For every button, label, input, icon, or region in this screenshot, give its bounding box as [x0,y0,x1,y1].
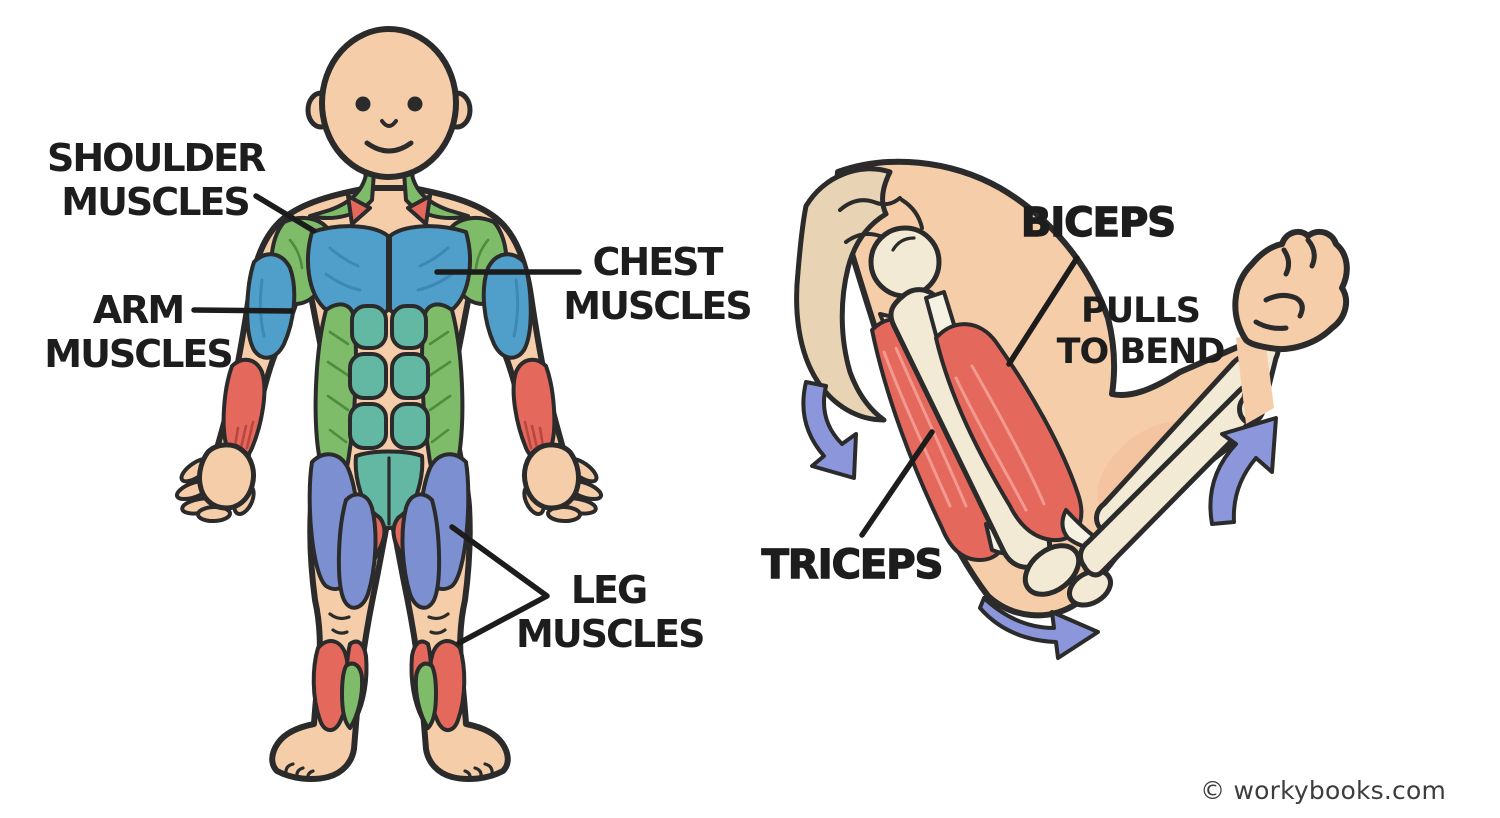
forearm-muscles [221,357,557,461]
leg-pointer-line [449,524,550,646]
triceps-pointer-line [859,429,935,538]
fist [1232,228,1350,424]
chest-label-line1: CHEST [592,240,724,284]
nose [380,119,398,128]
finger-curl-lines [1253,292,1305,331]
shoulder-pointer-line [253,193,317,234]
rotate-right-arrow-icon [978,596,1100,660]
leg-muscles-label: LEG MUSCLES [516,568,705,657]
biceps-muscle [924,290,1110,550]
biceps-pointer-line [1006,255,1080,367]
shoulder-muscles-label: SHOULDER MUSCLES [47,136,266,225]
chest-label-line2: MUSCLES [563,284,752,329]
head [305,26,473,180]
body-figure [174,26,604,782]
biceps-action-line2: TO BEND [1056,331,1226,372]
knuckle-lines [1281,237,1317,277]
leg-label-line2: MUSCLES [516,612,705,657]
arm-biceps-muscles [245,252,533,360]
triceps-label: TRICEPS [742,541,962,588]
shoulder-label-line1: SHOULDER [47,136,266,180]
rotate-down-arrow-icon [801,380,858,480]
thigh-muscles [307,452,471,610]
scapula-bone [794,166,893,423]
arm-label-line2: MUSCLES [44,332,233,377]
shoulder-contour-line [838,196,902,212]
arm-pointer-line [191,307,294,314]
mouth [364,140,414,154]
arm-label-line1: ARM [92,288,185,332]
arm-figure [794,158,1350,660]
left-eye [355,96,371,112]
toe-lines [284,762,494,781]
pointer-lines [191,193,1080,646]
biceps-action-label: PULLS TO BEND [1048,291,1233,372]
biceps-action-line1: PULLS [1081,291,1201,331]
triceps-label-text: TRICEPS [761,541,944,588]
right-eye [407,96,423,112]
biceps-label: BICEPS [1000,199,1196,246]
calf-muscles [311,639,467,732]
left-hand [174,442,257,524]
watermark: © workybooks.com [1200,776,1446,805]
leg-label-line1: LEG [570,568,648,612]
shoulder-label-line2: MUSCLES [61,180,250,225]
neck-shoulder-muscles [308,168,470,226]
biceps-label-text: BICEPS [1020,199,1177,246]
shoulder-contour-line [844,232,882,244]
arm-muscles-label: ARM MUSCLES [40,288,236,376]
knee-lines [328,612,450,635]
abdominal-muscles [348,304,430,530]
chest-muscles-label: CHEST MUSCLES [562,240,752,328]
shoulder-contour-line [900,198,924,230]
right-hand [521,442,604,524]
rotate-up-arrow-icon [1208,416,1278,526]
